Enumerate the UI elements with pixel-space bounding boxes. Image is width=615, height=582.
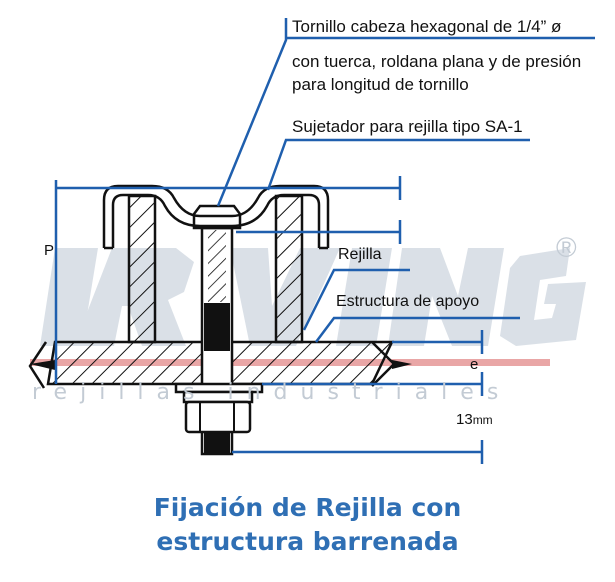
watermark-logo: [40, 248, 586, 346]
dimension-13-value: 13: [456, 411, 473, 428]
dimension-e: e: [470, 356, 479, 373]
dimension-13-unit: mm: [472, 413, 493, 427]
label-screw-line1: Tornillo cabeza hexagonal de 1/4” ø: [292, 17, 562, 36]
label-fastener: Sujetador para rejilla tipo SA-1: [292, 117, 523, 136]
label-screw-line3: para longitud de tornillo: [292, 75, 469, 94]
dimension-13mm: 13mm: [456, 411, 493, 428]
label-grating: Rejilla: [338, 246, 382, 263]
watermark-registered: ®: [556, 232, 577, 263]
caption-line2: estructura barrenada: [156, 527, 459, 556]
leader-lines: [216, 18, 595, 343]
caption-line1: Fijación de Rejilla con: [153, 493, 462, 522]
dimension-p: P: [44, 242, 55, 259]
watermark-subtitle: rejillas industriales: [32, 380, 512, 405]
label-screw-line2: con tuerca, roldana plana y de presión: [292, 52, 582, 71]
label-support: Estructura de apoyo: [336, 293, 480, 310]
nut-washer: [174, 382, 264, 434]
fastener-clip: [102, 184, 330, 250]
dimension-lines: [54, 176, 484, 464]
